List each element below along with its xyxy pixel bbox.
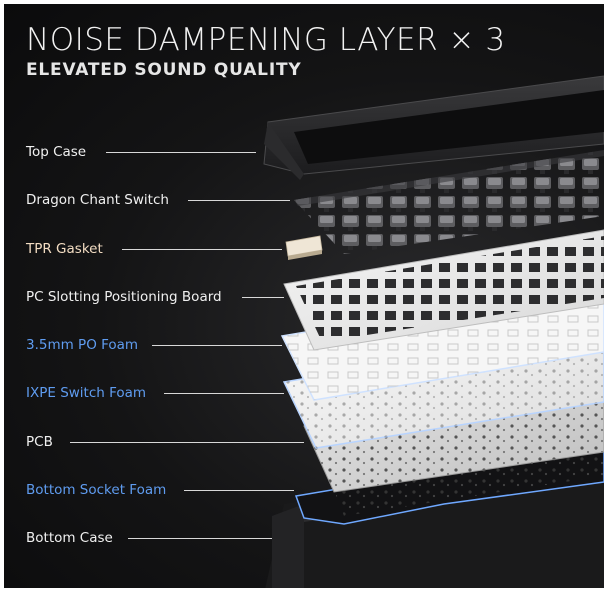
label-pcb: PCB [26,434,53,450]
label-bottom-socket-foam: Bottom Socket Foam [26,482,167,498]
page-title: NOISE DAMPENING LAYER × 3 [26,22,506,58]
leader-line-pc-positioning-board [242,297,284,298]
leader-line-ixpe-switch-foam [164,393,284,394]
bottom-socket-foam [294,443,604,525]
exploded-view-infographic: NOISE DAMPENING LAYER × 3 ELEVATED SOUND… [4,4,604,588]
page-subtitle: ELEVATED SOUND QUALITY [26,60,302,80]
tpr-gasket [285,235,323,260]
switch-array [294,150,604,254]
label-bottom-case: Bottom Case [26,530,113,546]
leader-line-bottom-case [128,538,272,539]
top-case [263,75,604,180]
label-top-case: Top Case [26,144,87,160]
leader-line-top-case [106,152,256,153]
leader-line-po-foam [152,345,282,346]
leader-line-dragon-chant-switch [188,200,290,201]
label-tpr-gasket: TPR Gasket [26,241,103,257]
label-dragon-chant-switch: Dragon Chant Switch [26,192,169,208]
leader-line-bottom-socket-foam [184,490,294,491]
label-ixpe-switch-foam: IXPE Switch Foam [26,385,147,401]
pc-positioning-board [283,229,604,351]
keyboard-exploded-illustration [263,75,604,588]
label-pc-positioning-board: PC Slotting Positioning Board [26,289,222,305]
leader-line-pcb [70,442,304,443]
leader-line-tpr-gasket [122,249,282,250]
label-po-foam: 3.5mm PO Foam [26,337,139,353]
